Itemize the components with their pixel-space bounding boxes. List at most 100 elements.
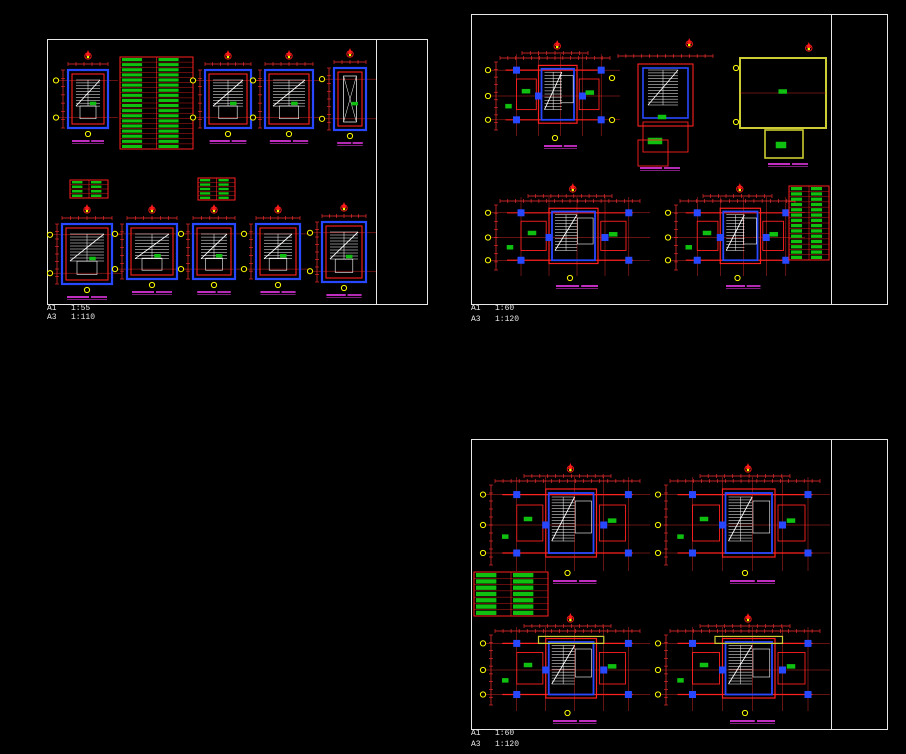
column [545,234,553,241]
stair-flight [544,71,563,110]
grid-bubble-icon [46,231,54,238]
grid-bubble-icon [654,491,662,498]
column [804,639,812,647]
grid-bubble-icon [111,266,119,273]
north-arrow-icon [736,183,744,193]
column [804,491,812,499]
north-arrow-icon [148,204,156,214]
plan-caption [326,294,362,298]
grid-bubble-icon [741,709,749,717]
north-arrow-icon [83,204,91,214]
column [535,92,542,100]
grid-bubble-icon [240,266,248,273]
column [624,491,632,499]
column [804,691,812,698]
column [779,666,786,674]
stair-flight [725,214,745,251]
room-tag [345,254,353,259]
grid-bubble-icon [479,691,487,698]
grid-bubble-icon [654,549,662,557]
north-arrow-icon [805,42,813,52]
grid-bubble-icon [479,549,487,557]
column [542,666,550,674]
north-arrow-icon [553,40,561,50]
plan-caption [132,291,172,295]
grid-bubble-icon [189,114,197,121]
room-tag [523,662,533,668]
room-tag [699,516,709,522]
grid-bubble-icon [484,209,492,216]
column [625,256,633,264]
grid-bubble-icon [608,116,616,124]
grid-bubble-icon [654,521,662,529]
grid-bubble-icon [479,521,487,529]
title-block-strip [831,15,832,304]
column [804,549,812,557]
plan-caption [260,291,296,295]
column [597,116,605,124]
grid-bubble-icon [46,270,54,277]
column [782,256,790,264]
room-tag [506,245,514,250]
scale-note-a1: A1 1:60 [471,729,515,738]
room-tag [502,534,509,539]
grid-bubble-icon [340,284,348,292]
core-plan [111,204,187,295]
column [689,491,696,499]
floor-plan [484,40,620,149]
drawing-sheet-1[interactable] [47,39,428,305]
room-tag [521,88,531,94]
grid-bubble-icon [484,67,492,74]
scale-note-a3: A3 1:110 [47,313,96,322]
drawing-sheet-2[interactable] [471,14,888,305]
grid-bubble-icon [664,257,672,264]
column [517,256,525,264]
floor-plan [484,183,650,289]
scale-note-a1: A1 1:55 [47,304,91,313]
column [513,549,521,557]
column [762,234,770,241]
plan-caption [556,285,598,289]
north-arrow-icon [685,38,693,48]
room-tag [523,516,533,522]
floor-plan [664,183,805,289]
drawing-sheet-3[interactable] [471,439,888,730]
grid-bubble-icon [318,115,326,122]
north-arrow-icon [340,202,348,212]
stair-flight [263,233,293,260]
column [716,234,724,241]
room-tag [677,534,684,539]
room-tag [677,678,684,683]
column [719,666,726,674]
grid-bubble-icon [654,691,662,698]
stair-flight [728,496,753,542]
stair-flight [134,233,170,260]
grid-bubble-icon [306,229,314,236]
stair-flight [200,233,228,260]
floor-plan [479,463,650,584]
column [693,256,701,264]
grid-bubble-icon [654,640,662,647]
scale-note-a1: A1 1:60 [471,304,515,313]
room-tag [502,678,509,683]
room-tag [685,245,692,250]
schedule-table [119,56,194,150]
core-plan [46,204,122,300]
room-tag [215,254,223,258]
room-tag [786,518,796,523]
north-arrow-icon [346,48,354,58]
grid-bubble-icon [52,114,60,121]
room-tag [778,89,787,94]
column [601,234,609,241]
grid-bubble-icon [564,709,571,717]
schedule-table [69,179,109,199]
grid-bubble-icon [484,257,492,264]
stair-flight [272,79,306,107]
scale-note-a3: A3 1:120 [471,315,520,324]
grid-bubble-icon [734,274,741,282]
grid-bubble-icon [52,77,60,84]
grid-bubble-icon [479,491,487,498]
grid-bubble-icon [318,76,326,83]
plan-caption [544,145,577,149]
grid-bubble-icon [274,281,282,289]
